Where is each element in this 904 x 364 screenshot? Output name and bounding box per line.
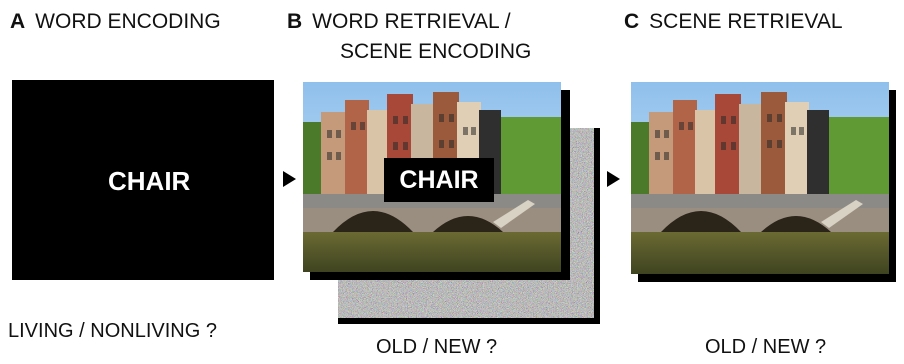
panel-c-letter: C: [624, 10, 640, 33]
arrow-b-to-c-icon: [607, 171, 620, 187]
panel-b-title-line2: SCENE ENCODING: [340, 40, 532, 63]
panel-c-question: OLD / NEW ?: [705, 336, 827, 358]
panel-a-title-text: WORD ENCODING: [35, 10, 221, 33]
panel-c-title-text: SCENE RETRIEVAL: [649, 10, 843, 33]
scene-c-photo: [631, 82, 889, 274]
panel-a-title: A WORD ENCODING: [10, 9, 221, 34]
word-encoding-screen: CHAIR: [12, 80, 274, 280]
panel-b-title: B WORD RETRIEVAL /: [287, 9, 511, 34]
panel-c-title: C SCENE RETRIEVAL: [624, 9, 843, 34]
word-encoding-word: CHAIR: [108, 166, 191, 196]
panel-b-letter: B: [287, 10, 303, 33]
arrow-a-to-b-icon: [283, 171, 296, 187]
canal-houses-photo-c-icon: [631, 82, 889, 274]
panel-a-letter: A: [10, 10, 26, 33]
word-retrieval-word: CHAIR: [384, 158, 494, 202]
panel-b-title-line1: WORD RETRIEVAL /: [312, 10, 511, 33]
panel-b-question: OLD / NEW ?: [376, 336, 498, 358]
panel-a-question: LIVING / NONLIVING ?: [8, 320, 217, 342]
